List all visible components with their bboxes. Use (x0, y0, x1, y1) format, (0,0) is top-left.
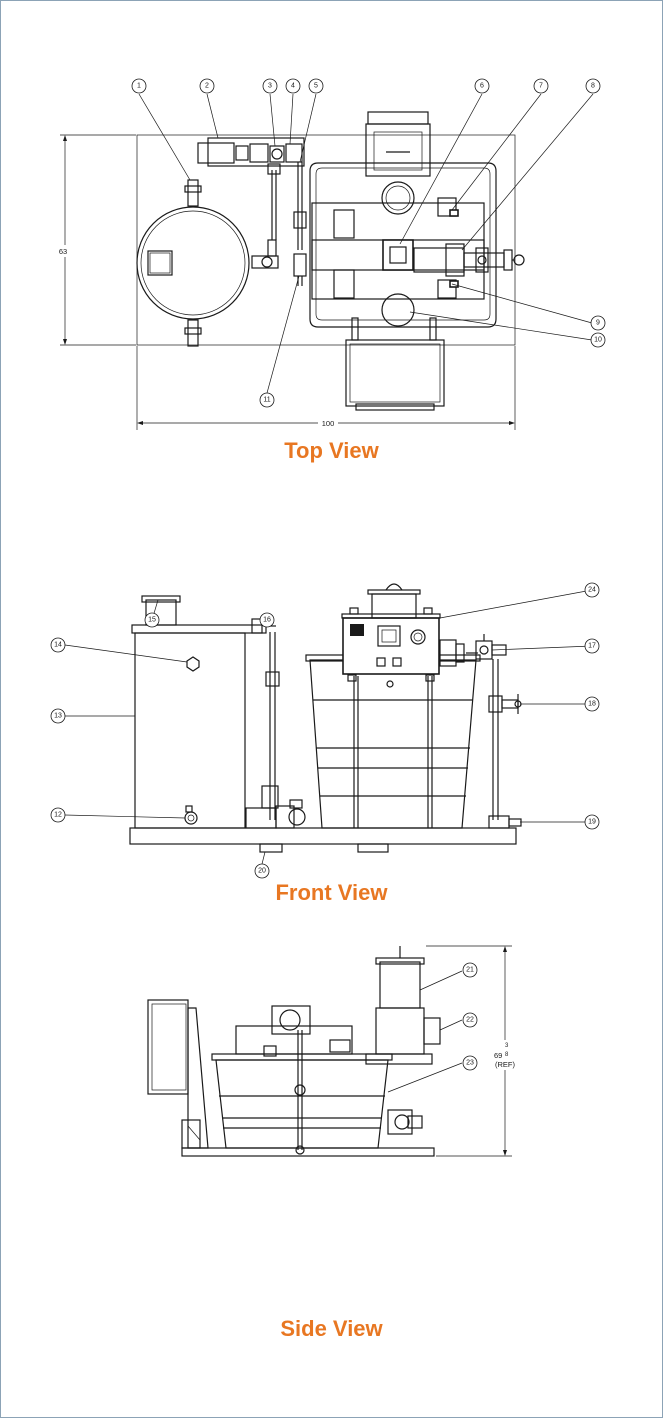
callout-12: 12 (50, 807, 66, 823)
round-tank-top (136, 206, 250, 320)
callout-2: 2 (199, 78, 215, 94)
svg-text:14: 14 (54, 642, 62, 649)
callout-22: 22 (462, 1012, 478, 1028)
svg-text:9: 9 (596, 320, 600, 327)
svg-text:17: 17 (588, 643, 596, 650)
svg-text:20: 20 (258, 868, 266, 875)
callout-15: 15 (144, 612, 160, 628)
callout-13: 13 (50, 708, 66, 724)
dimension-overall-height: 69 (494, 1051, 502, 1060)
callout-11: 11 (259, 392, 275, 408)
dimension-width: 100 (322, 419, 335, 428)
front-view-drawing (64, 583, 593, 865)
dimension-frac-num: 3 (505, 1043, 509, 1049)
callout-18: 18 (584, 696, 600, 712)
callout-23: 23 (462, 1055, 478, 1071)
svg-text:7: 7 (539, 83, 543, 90)
front-view-title: Front View (275, 880, 388, 905)
callout-16: 16 (259, 612, 275, 628)
svg-text:3: 3 (268, 83, 272, 90)
svg-text:18: 18 (588, 701, 596, 708)
svg-text:22: 22 (466, 1017, 474, 1024)
callout-1: 1 (131, 78, 147, 94)
svg-text:24: 24 (588, 587, 596, 594)
callout-19: 19 (584, 814, 600, 830)
svg-text:8: 8 (591, 83, 595, 90)
svg-text:10: 10 (594, 337, 602, 344)
mixer-tower (375, 1007, 425, 1055)
side-view-title: Side View (280, 1316, 383, 1341)
callout-21: 21 (462, 962, 478, 978)
callout-20: 20 (254, 863, 270, 879)
side-base (181, 1147, 435, 1157)
callout-3: 3 (262, 78, 278, 94)
svg-text:21: 21 (466, 967, 474, 974)
front-base (129, 827, 517, 845)
dimension-height: 63 (59, 247, 67, 256)
svg-text:12: 12 (54, 812, 62, 819)
top-view-drawing: 63 100 (56, 93, 594, 430)
svg-text:13: 13 (54, 713, 62, 720)
callout-8: 8 (585, 78, 601, 94)
dimension-ref-note: (REF) (495, 1060, 515, 1069)
dimension-frac-den: 8 (505, 1052, 509, 1058)
side-view-drawing: 69 3 8 (REF) (147, 945, 522, 1157)
base-plate-outline (136, 134, 516, 346)
svg-text:2: 2 (205, 83, 209, 90)
svg-text:23: 23 (466, 1060, 474, 1067)
callout-4: 4 (285, 78, 301, 94)
svg-text:5: 5 (314, 83, 318, 90)
svg-text:11: 11 (263, 397, 270, 404)
callout-5: 5 (308, 78, 324, 94)
callout-17: 17 (584, 638, 600, 654)
svg-text:4: 4 (291, 83, 295, 90)
svg-text:16: 16 (263, 617, 271, 624)
mix-tank-top (309, 162, 497, 328)
callout-24: 24 (584, 582, 600, 598)
svg-text:15: 15 (148, 617, 156, 624)
callout-7: 7 (533, 78, 549, 94)
svg-text:19: 19 (588, 819, 596, 826)
svg-text:1: 1 (137, 83, 141, 90)
callout-10: 10 (590, 332, 606, 348)
solution-tank-front (134, 632, 246, 829)
callout-9: 9 (590, 315, 606, 331)
callout-14: 14 (50, 637, 66, 653)
callout-6: 6 (474, 78, 490, 94)
svg-text:6: 6 (480, 83, 484, 90)
top-view-title: Top View (284, 438, 379, 463)
